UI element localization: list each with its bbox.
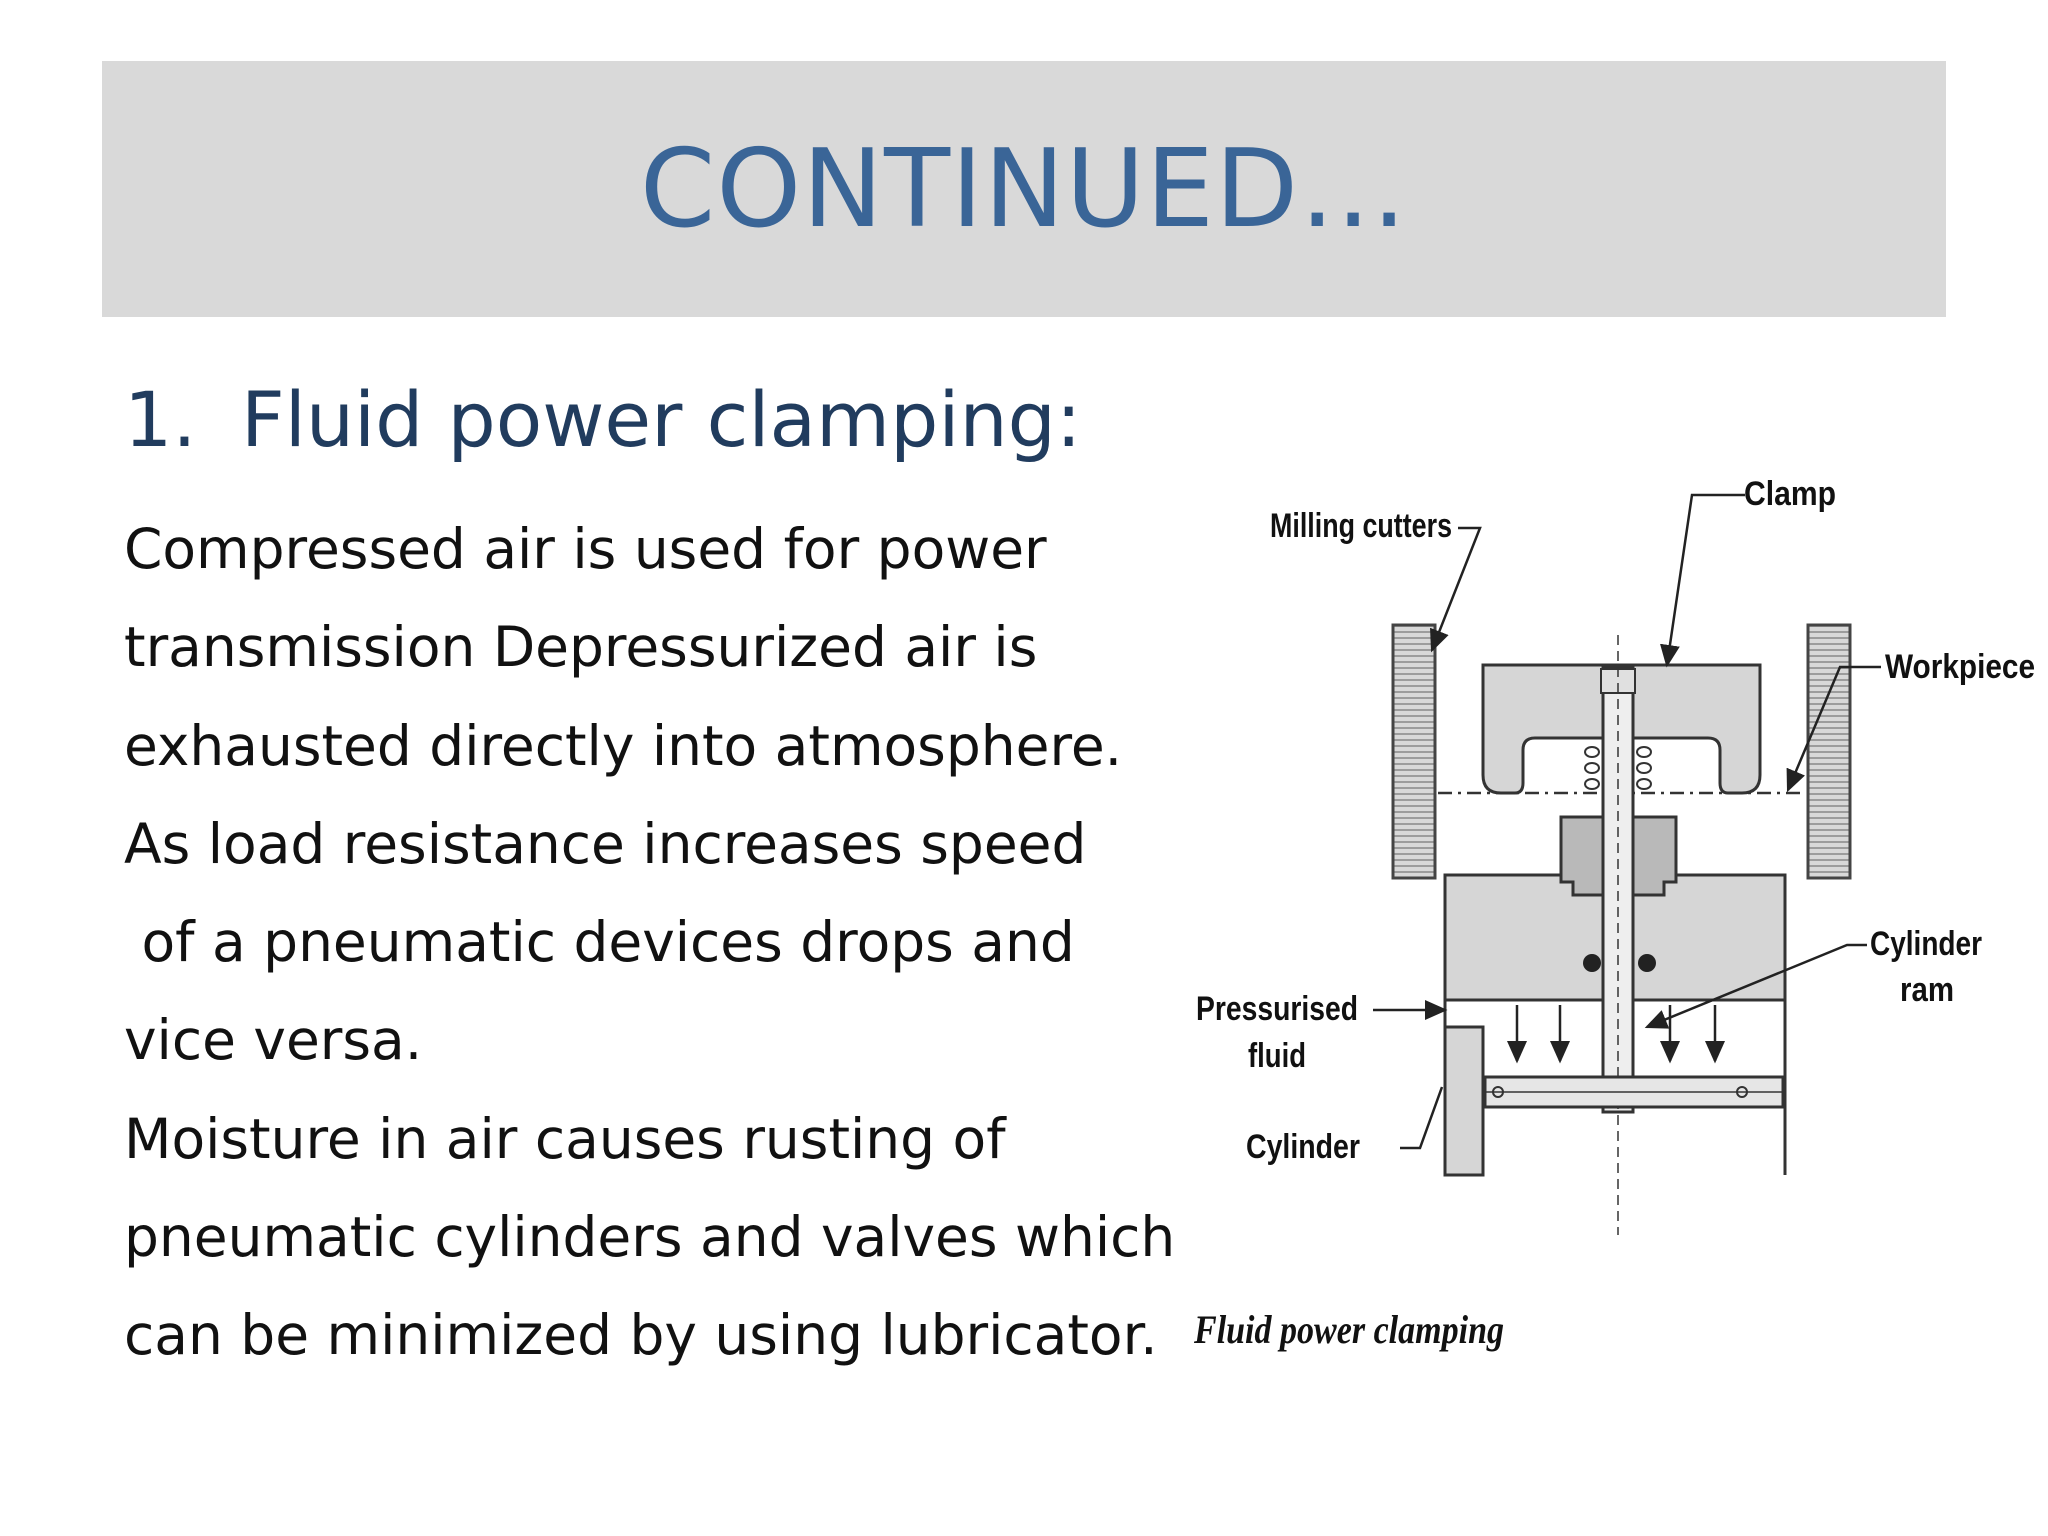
slide-title: CONTINUED…: [639, 126, 1409, 252]
label-cylinder-ram-2: ram: [1900, 971, 1954, 1009]
seal-left: [1583, 954, 1601, 972]
title-band: CONTINUED…: [102, 61, 1946, 317]
fluid-power-clamping-figure: " marker-end="url(#arr)"/> Milling cutte…: [1180, 455, 2040, 1375]
right-milling-cutter: [1806, 623, 1852, 880]
spring-right: [1636, 746, 1652, 790]
cylinder-inlet-block: [1443, 1025, 1485, 1177]
pressure-arrows: [1507, 1005, 1725, 1064]
body-line: exhausted directly into atmosphere.: [124, 713, 1123, 778]
body-line: can be minimized by using lubricator.: [124, 1303, 1158, 1368]
label-cylinder: Cylinder: [1246, 1128, 1360, 1166]
label-cylinder-ram-1: Cylinder: [1870, 925, 1982, 963]
label-pressurised-1: Pressurised: [1196, 990, 1358, 1028]
figure-caption: Fluid power clamping: [1193, 1307, 1504, 1352]
body-line: Compressed air is used for power: [124, 517, 1047, 581]
label-workpiece: Workpiece: [1885, 648, 2035, 686]
label-milling-cutters: Milling cutters: [1270, 507, 1452, 545]
label-pressurised-2: fluid: [1248, 1037, 1306, 1075]
leader-lines: " marker-end="url(#arr)"/>: [1373, 493, 1881, 1150]
seal-right: [1638, 954, 1656, 972]
body-line: of a pneumatic devices drops and: [124, 910, 1075, 975]
body-line: vice versa.: [124, 1008, 423, 1073]
heading-number: 1.: [124, 375, 197, 464]
body-text: Compressed air is used for power transmi…: [124, 500, 1204, 1385]
heading-text: Fluid power clamping:: [241, 375, 1082, 464]
piston-seal-right: [1736, 1086, 1748, 1098]
spring-left: [1584, 746, 1600, 790]
body-line: As load resistance increases speed: [124, 811, 1087, 876]
section-heading: 1. Fluid power clamping:: [124, 375, 1081, 464]
piston-seal-left: [1492, 1086, 1504, 1098]
body-line: transmission Depressurized air is: [124, 615, 1038, 680]
label-clamp: Clamp: [1744, 475, 1836, 513]
body-line: Moisture in air causes rusting of: [124, 1106, 1006, 1171]
clamping-diagram: " marker-end="url(#arr)"/> Milling cutte…: [1193, 475, 2035, 1352]
left-milling-cutter: [1391, 623, 1437, 880]
body-line: pneumatic cylinders and valves which: [124, 1205, 1176, 1270]
